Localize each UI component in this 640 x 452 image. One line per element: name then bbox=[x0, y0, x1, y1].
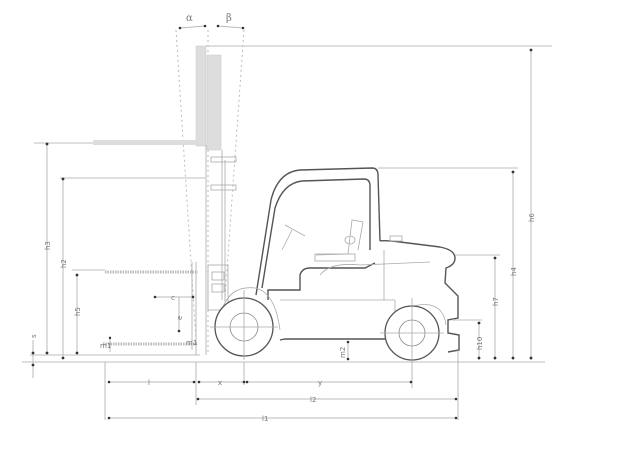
m2-label: m2 bbox=[339, 347, 347, 358]
dimension-m2: m2 bbox=[339, 340, 350, 361]
dimension-c: c bbox=[153, 294, 195, 302]
h10-label: h10 bbox=[476, 337, 484, 350]
dimension-x: x bbox=[197, 379, 246, 387]
l1-label: l1 bbox=[262, 415, 268, 423]
e-label: e bbox=[176, 316, 184, 320]
dimension-l2: l2 bbox=[196, 396, 458, 404]
c-label: c bbox=[171, 294, 175, 302]
dimension-h7: h7 bbox=[492, 256, 500, 360]
beta-label: β bbox=[226, 13, 232, 24]
h4-label: h4 bbox=[510, 267, 518, 276]
cab-outer bbox=[255, 167, 381, 296]
mast-inner bbox=[206, 54, 222, 151]
chassis-bottom bbox=[279, 338, 388, 341]
y-label: y bbox=[318, 379, 322, 387]
h5-label: h5 bbox=[74, 307, 82, 316]
x-label: x bbox=[218, 379, 222, 387]
dimension-h3: h3 bbox=[34, 142, 93, 355]
dimension-l: l bbox=[107, 379, 196, 387]
dimension-h6: h6 bbox=[528, 48, 536, 360]
front-wheel bbox=[210, 290, 278, 360]
mast-crossbar-top bbox=[210, 156, 237, 163]
steering-wheel bbox=[284, 224, 306, 237]
dimension-e: e bbox=[176, 297, 184, 333]
m1-fork-label: m1 bbox=[186, 339, 197, 347]
dimension-h4: h4 bbox=[510, 170, 518, 360]
dimension-s: s bbox=[30, 334, 38, 378]
dimension-h5: h5 bbox=[74, 273, 82, 355]
mast-crossbar-mid bbox=[210, 184, 237, 191]
fork-carriage bbox=[207, 264, 229, 311]
seat bbox=[315, 219, 364, 256]
alpha-label: α bbox=[186, 13, 193, 24]
dimension-h2: h2 bbox=[60, 177, 68, 360]
l-label: l bbox=[148, 379, 150, 387]
rear-wheel bbox=[380, 298, 444, 388]
fork-raised-top bbox=[93, 140, 205, 145]
cab-inner bbox=[261, 178, 371, 289]
dimension-m1: m1 bbox=[100, 336, 111, 352]
dimension-h10: h10 bbox=[476, 321, 484, 360]
l2-label: l2 bbox=[310, 396, 316, 404]
h3-label: h3 bbox=[44, 241, 52, 250]
dimension-y: y bbox=[245, 379, 413, 387]
m1-label: m1 bbox=[100, 342, 111, 350]
h2-label: h2 bbox=[60, 259, 68, 268]
h7-label: h7 bbox=[492, 297, 500, 306]
tilt-forward-line bbox=[175, 29, 197, 341]
h6-label: h6 bbox=[528, 213, 536, 222]
mast-outer bbox=[195, 45, 207, 147]
dimension-l1: l1 bbox=[107, 415, 458, 423]
beta-angle-indicator: β bbox=[216, 13, 245, 30]
alpha-angle-indicator: α bbox=[178, 13, 207, 30]
s-label: s bbox=[30, 334, 38, 338]
forklift-body bbox=[221, 167, 460, 353]
